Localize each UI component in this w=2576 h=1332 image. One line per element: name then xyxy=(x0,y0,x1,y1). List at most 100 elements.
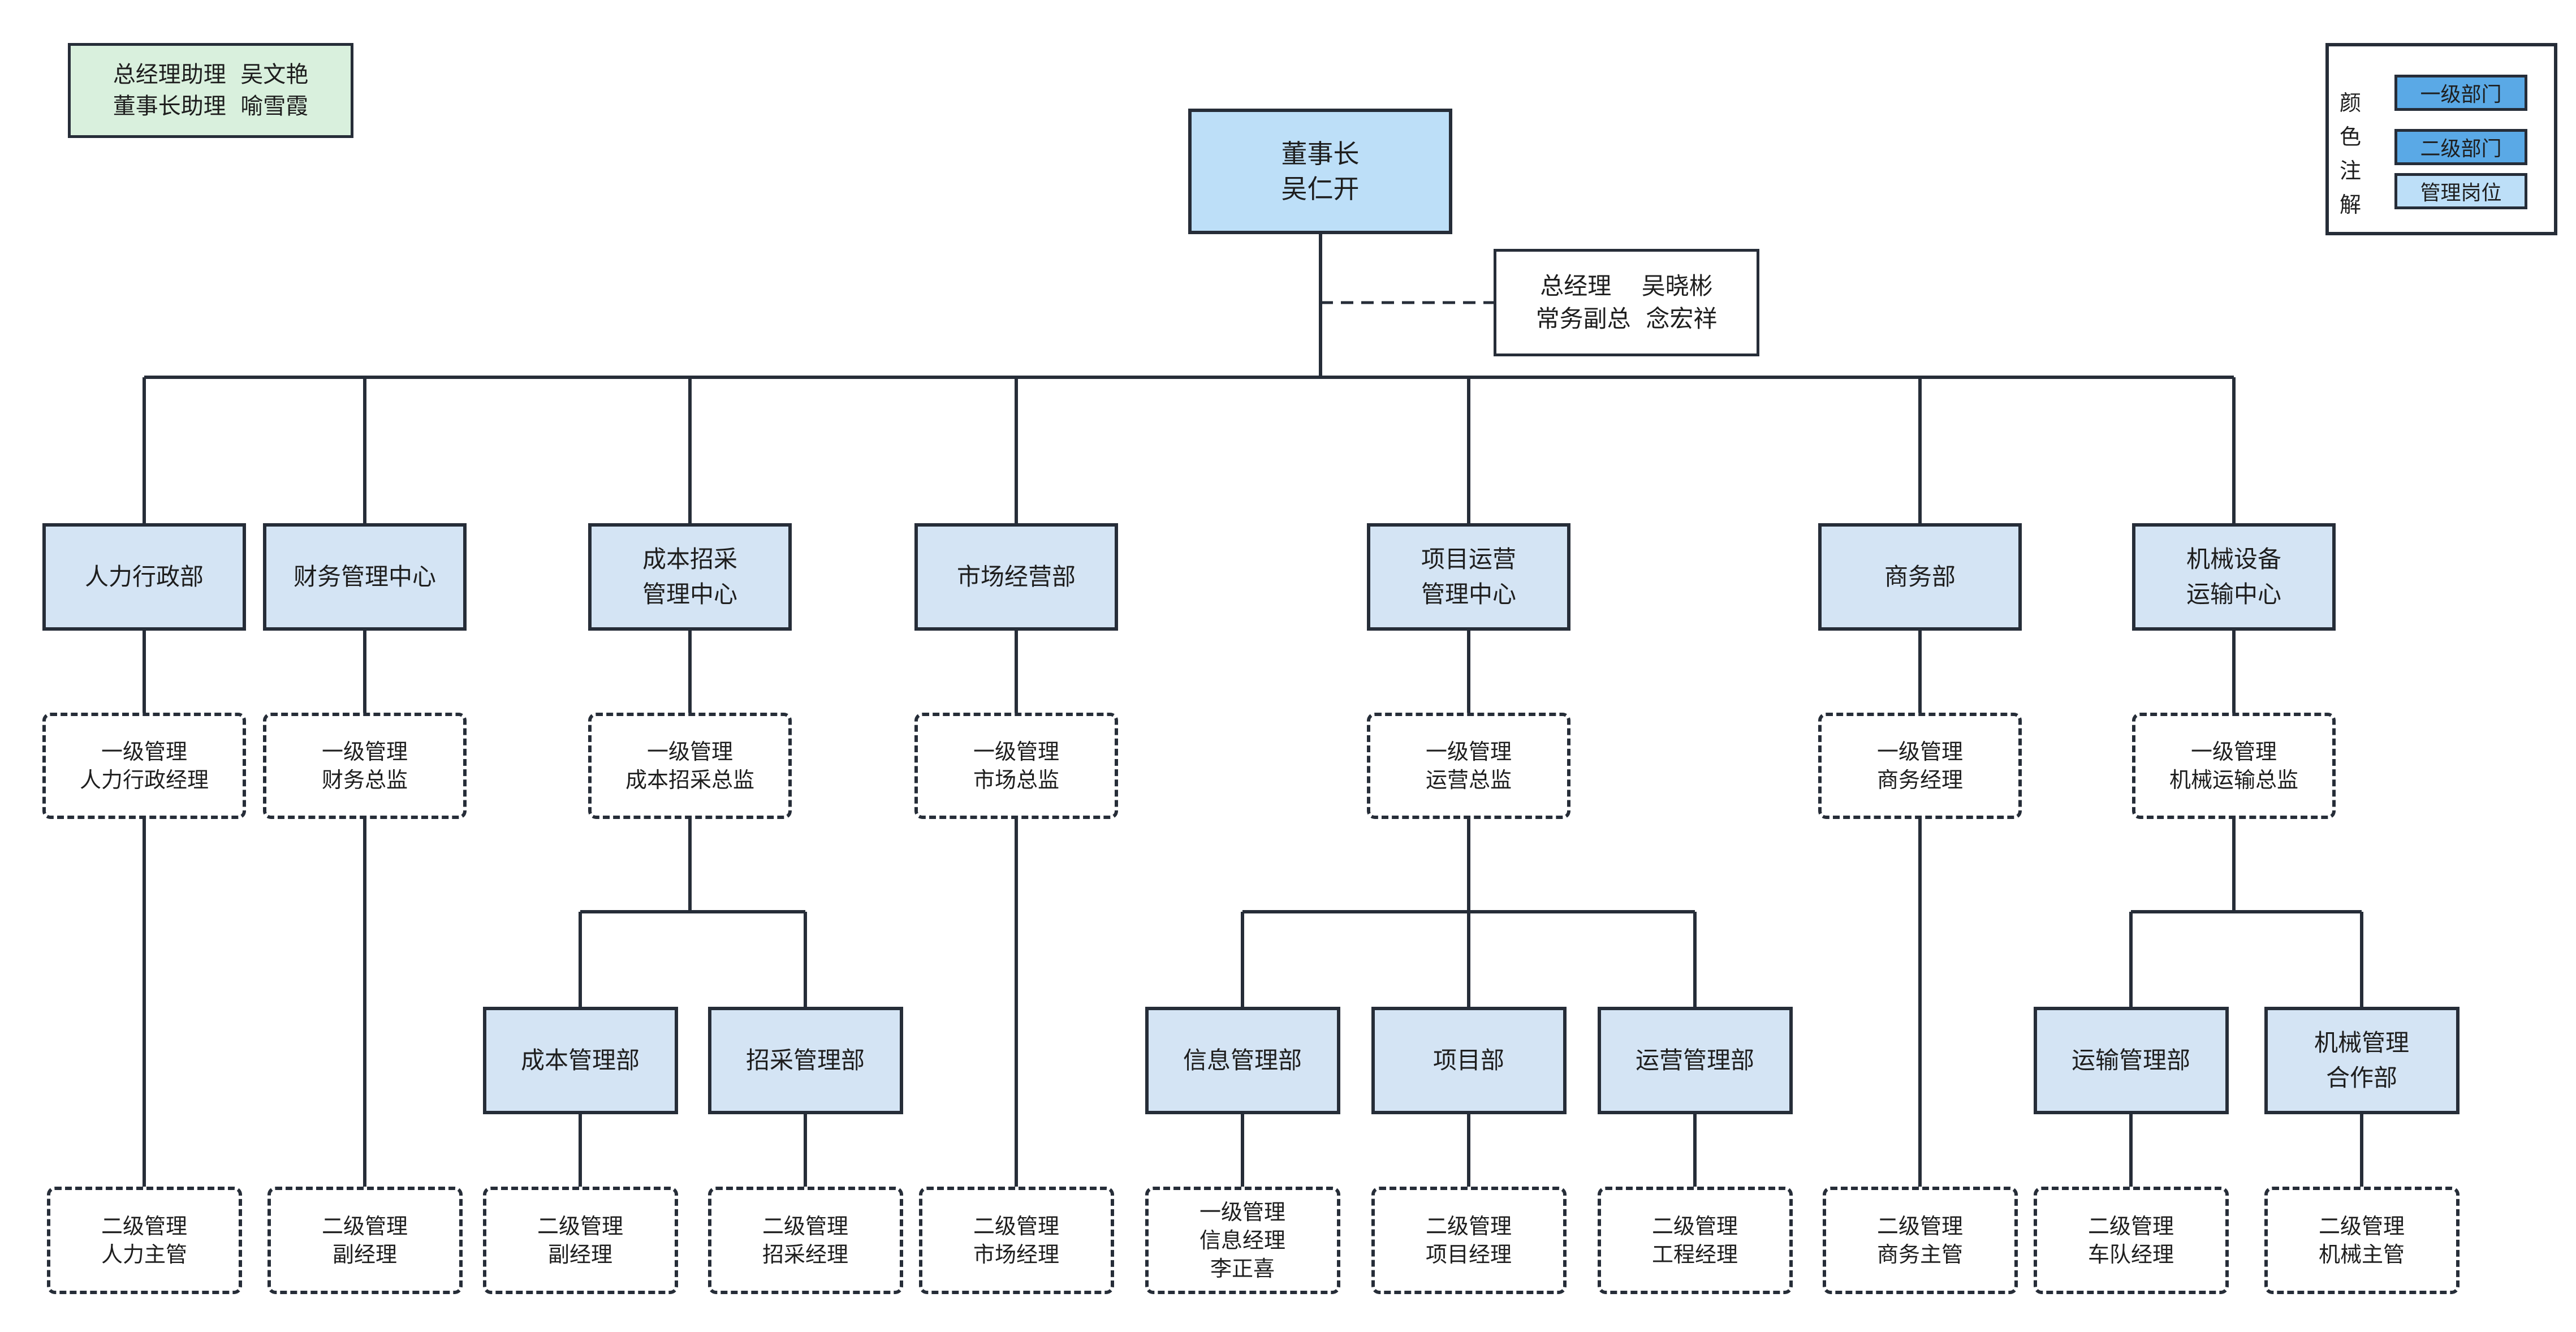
manager-role-box: 一级管理商务经理 xyxy=(1818,713,2022,819)
leaf-role-box: 一级管理信息经理李正喜 xyxy=(1145,1187,1340,1294)
manager-role-box: 一级管理市场总监 xyxy=(914,713,1118,819)
department-box-text: 商务部 xyxy=(1884,563,1956,590)
leaf-role-box: 二级管理工程经理 xyxy=(1597,1187,1793,1294)
sub-department-box: 运营管理部 xyxy=(1597,1007,1793,1114)
manager-role-box-text: 一级管理 xyxy=(646,739,733,764)
leaf-role-box-text: 商务主管 xyxy=(1876,1242,1963,1267)
sub-department-box: 成本管理部 xyxy=(482,1007,678,1114)
manager-role-box: 一级管理机械运输总监 xyxy=(2132,713,2336,819)
leaf-role-box-text: 二级管理 xyxy=(1876,1214,1963,1239)
leaf-role-box-text: 项目经理 xyxy=(1425,1242,1512,1267)
sub-department-box-text: 招采管理部 xyxy=(745,1046,865,1074)
leaf-role-box: 二级管理商务主管 xyxy=(1822,1187,2018,1294)
department-box: 财务管理中心 xyxy=(263,523,467,631)
chairman-box: 董事长 吴仁开 xyxy=(1188,109,1452,234)
leaf-role-box-text: 工程经理 xyxy=(1651,1242,1738,1267)
manager-role-box-text: 一级管理 xyxy=(101,739,187,764)
leaf-role-box-text: 副经理 xyxy=(332,1242,397,1267)
leaf-role-box-text: 招采经理 xyxy=(762,1242,848,1267)
legend-swatch-level2: 二级部门 xyxy=(2394,129,2527,165)
sub-department-box-text: 运营管理部 xyxy=(1635,1046,1754,1074)
manager-role-box-text: 一级管理 xyxy=(321,739,408,764)
manager-role-box-text: 市场总监 xyxy=(973,768,1059,792)
leaf-role-box-text: 李正喜 xyxy=(1210,1256,1275,1281)
department-box-text: 市场经营部 xyxy=(956,563,1076,590)
department-box-text: 项目运营 xyxy=(1421,545,1516,573)
manager-role-box-text: 成本招采总监 xyxy=(625,768,754,792)
manager-role-box-text: 人力行政经理 xyxy=(79,768,209,792)
manager-role-box-text: 运营总监 xyxy=(1425,768,1512,792)
leaf-role-box-text: 二级管理 xyxy=(2087,1214,2174,1239)
department-box-text: 运输中心 xyxy=(2186,580,2281,608)
manager-role-box-text: 一级管理 xyxy=(1876,739,1963,764)
manager-role-box: 一级管理财务总监 xyxy=(263,713,467,819)
leaf-role-box-text: 二级管理 xyxy=(2318,1214,2405,1239)
leaf-role-box-text: 市场经理 xyxy=(973,1242,1059,1267)
manager-role-box-text: 机械运输总监 xyxy=(2169,768,2298,792)
leaf-role-box-text: 车队经理 xyxy=(2087,1242,2174,1267)
leaf-role-box: 二级管理人力主管 xyxy=(46,1187,242,1294)
leaf-role-box-text: 二级管理 xyxy=(321,1214,408,1239)
sub-department-box-text: 运输管理部 xyxy=(2071,1046,2190,1074)
leaf-role-box-text: 二级管理 xyxy=(973,1214,1059,1239)
legend-swatch-level1: 一级部门 xyxy=(2394,75,2527,111)
legend-swatch-manager: 管理岗位 xyxy=(2394,173,2527,209)
sub-department-box-text: 机械管理 xyxy=(2314,1029,2409,1057)
gm-line: 常务副总 念宏祥 xyxy=(1535,305,1718,333)
department-box: 市场经营部 xyxy=(914,523,1118,631)
department-box-text: 管理中心 xyxy=(1421,580,1516,608)
department-box: 机械设备运输中心 xyxy=(2132,523,2336,631)
manager-role-box-text: 一级管理 xyxy=(2190,739,2277,764)
sub-department-box-text: 项目部 xyxy=(1432,1046,1504,1074)
department-box: 人力行政部 xyxy=(42,523,246,631)
department-box: 项目运营管理中心 xyxy=(1367,523,1570,631)
color-legend: 颜 色 注 解 一级部门 二级部门 管理岗位 xyxy=(2325,43,2557,235)
manager-role-box-text: 一级管理 xyxy=(973,739,1059,764)
assistant-line: 总经理助理 吴文艳 xyxy=(113,62,309,88)
leaf-role-box: 二级管理机械主管 xyxy=(2264,1187,2460,1294)
leaf-role-box-text: 二级管理 xyxy=(1425,1214,1512,1239)
leaf-role-box-text: 二级管理 xyxy=(1651,1214,1738,1239)
gm-line: 总经理 吴晓彬 xyxy=(1540,272,1713,300)
manager-role-box: 一级管理运营总监 xyxy=(1367,713,1570,819)
leaf-role-box: 二级管理市场经理 xyxy=(918,1187,1114,1294)
leaf-role-box-text: 一级管理 xyxy=(1199,1200,1285,1225)
assistants-box: 总经理助理 吴文艳 董事长助理 喻雪霞 xyxy=(68,43,353,138)
manager-role-box: 一级管理人力行政经理 xyxy=(42,713,246,819)
manager-role-box-text: 一级管理 xyxy=(1425,739,1512,764)
leaf-role-box-text: 机械主管 xyxy=(2318,1242,2405,1267)
leaf-role-box-text: 信息经理 xyxy=(1199,1228,1285,1253)
manager-role-box-text: 财务总监 xyxy=(321,768,408,792)
sub-department-box-text: 成本管理部 xyxy=(520,1046,640,1074)
leaf-role-box: 二级管理车队经理 xyxy=(2033,1187,2229,1294)
general-manager-box: 总经理 吴晓彬 常务副总 念宏祥 xyxy=(1494,249,1759,356)
department-box-text: 财务管理中心 xyxy=(293,563,436,590)
leaf-role-box-text: 二级管理 xyxy=(101,1214,187,1239)
assistant-line: 董事长助理 喻雪霞 xyxy=(113,93,309,119)
leaf-role-box-text: 副经理 xyxy=(547,1242,612,1267)
department-box-text: 管理中心 xyxy=(642,580,737,608)
department-box-text: 人力行政部 xyxy=(84,563,204,590)
department-box-text: 机械设备 xyxy=(2186,545,2281,573)
chairman-name: 吴仁开 xyxy=(1281,174,1360,204)
sub-department-box: 招采管理部 xyxy=(707,1007,903,1114)
manager-role-box: 一级管理成本招采总监 xyxy=(588,713,792,819)
sub-department-box: 项目部 xyxy=(1371,1007,1567,1114)
leaf-role-box: 二级管理招采经理 xyxy=(707,1187,903,1294)
leaf-role-box-text: 人力主管 xyxy=(101,1242,187,1267)
leaf-role-box-text: 二级管理 xyxy=(537,1214,623,1239)
leaf-role-box: 二级管理副经理 xyxy=(482,1187,678,1294)
leaf-role-box: 二级管理项目经理 xyxy=(1371,1187,1567,1294)
chairman-title: 董事长 xyxy=(1281,139,1360,169)
manager-role-box-text: 商务经理 xyxy=(1876,768,1963,792)
sub-department-box-text: 合作部 xyxy=(2325,1064,2397,1092)
sub-department-box: 机械管理合作部 xyxy=(2264,1007,2460,1114)
sub-department-box: 运输管理部 xyxy=(2033,1007,2229,1114)
department-box: 成本招采管理中心 xyxy=(588,523,792,631)
legend-title: 颜 色 注 解 xyxy=(2339,90,2361,217)
leaf-role-box-text: 二级管理 xyxy=(762,1214,848,1239)
leaf-role-box: 二级管理副经理 xyxy=(267,1187,463,1294)
sub-department-box-text: 信息管理部 xyxy=(1183,1046,1302,1074)
